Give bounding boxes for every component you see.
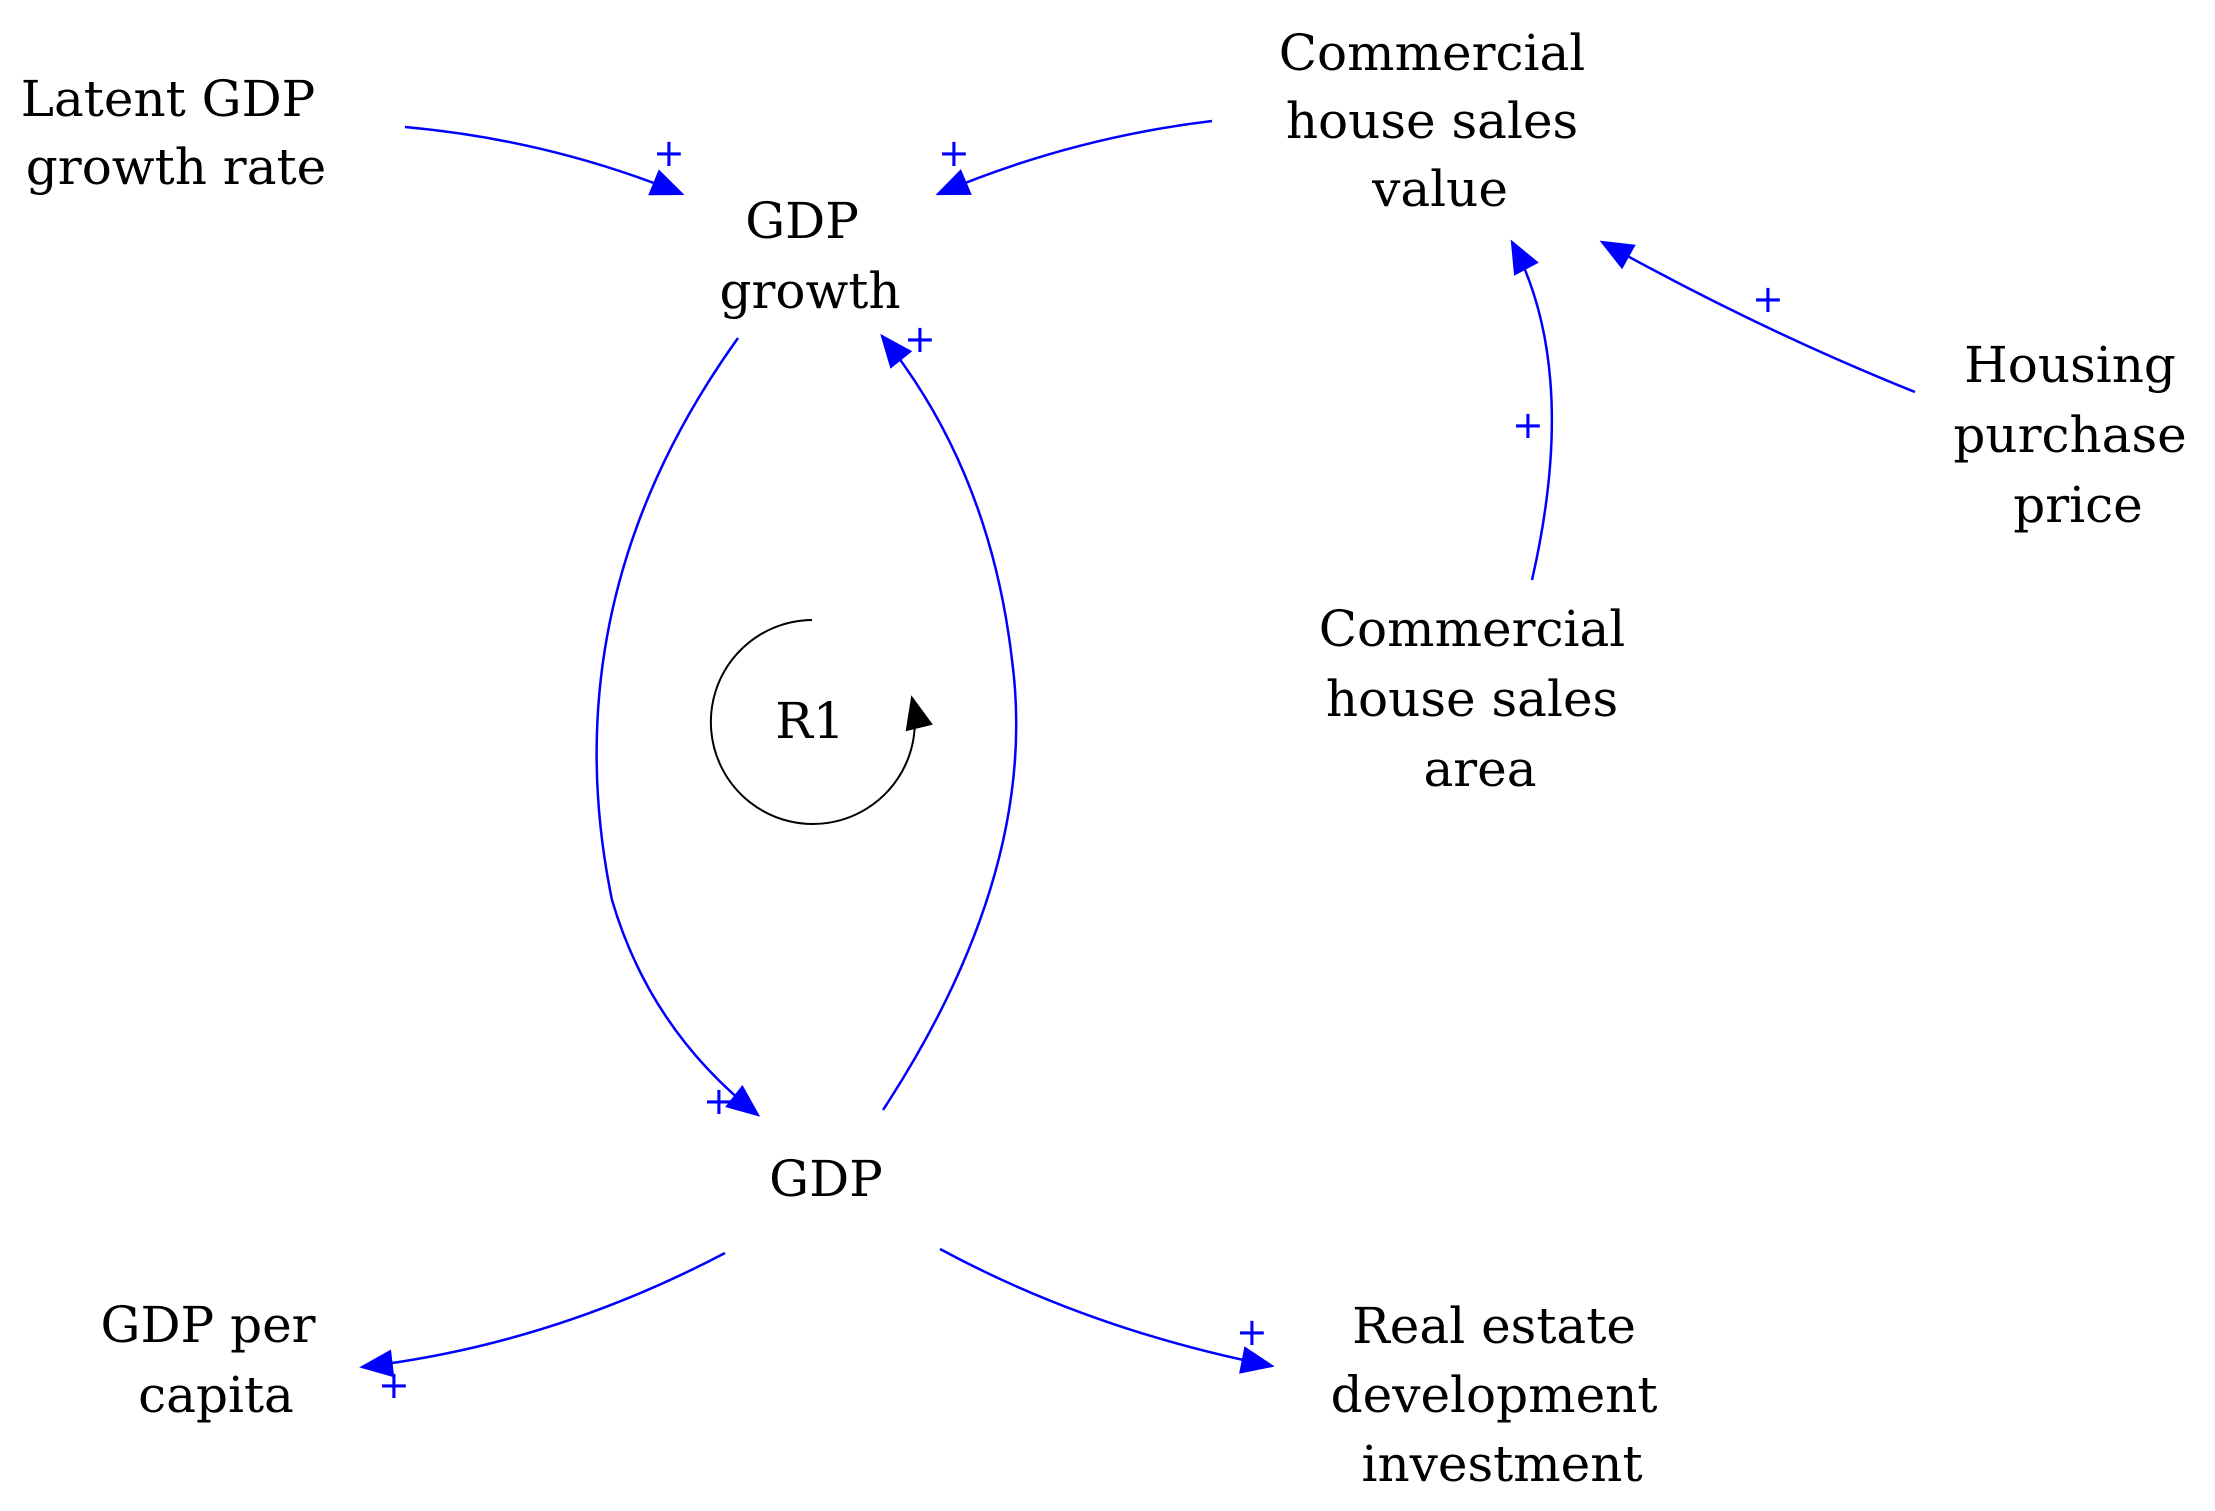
node-gdp-growth: GDP growth (719, 192, 900, 320)
polarity-commercial-house-sales-value-to-gdp-growth: + (938, 131, 970, 175)
link-gdp-to-gdp-per-capita (359, 1251, 726, 1378)
node-commercial-house-sales-area: Commercial house sales area (1319, 600, 1641, 798)
loop-indicator: R1 (709, 619, 933, 825)
polarity-gdp-growth-to-gdp: + (703, 1079, 735, 1123)
link-gdp-to-gdp-growth (880, 333, 1018, 1111)
loop-arrow-icon (709, 619, 933, 825)
link-commercial-house-sales-value-to-gdp-growth (935, 119, 1213, 196)
link-gdp-to-real-estate-development-investment (939, 1247, 1275, 1374)
polarity-latent-gdp-growth-rate-to-gdp-growth: + (653, 131, 685, 175)
node-gdp: GDP (769, 1150, 883, 1208)
node-real-estate-development-investment: Real estate development investment (1331, 1297, 1674, 1493)
link-gdp-growth-to-gdp (595, 337, 761, 1117)
link-latent-gdp-growth-rate-to-gdp-growth (404, 125, 685, 196)
polarity-gdp-to-gdp-per-capita: + (378, 1363, 410, 1407)
polarity-commercial-house-sales-area-to-commercial-house-sales-value: + (1512, 403, 1544, 447)
link-commercial-house-sales-area-to-commercial-house-sales-value (1510, 239, 1554, 581)
polarity-gdp-to-real-estate-development-investment: + (1236, 1310, 1268, 1354)
nodes: Latent GDP growth rate GDP growth Commer… (21, 24, 2202, 1493)
polarity-gdp-to-gdp-growth: + (904, 317, 936, 361)
node-commercial-house-sales-value: Commercial house sales value (1279, 24, 1601, 218)
polarity-housing-purchase-price-to-commercial-house-sales-value: + (1752, 277, 1784, 321)
node-gdp-per-capita: GDP per capita (101, 1296, 332, 1424)
loop-label: R1 (775, 692, 844, 750)
node-housing-purchase-price: Housing purchase price (1953, 336, 2202, 534)
polarity-signs: + + + + + + + + (378, 131, 1784, 1407)
node-latent-gdp-growth-rate: Latent GDP growth rate (21, 70, 331, 196)
links (359, 119, 1916, 1378)
link-housing-purchase-price-to-commercial-house-sales-value (1599, 240, 1916, 394)
